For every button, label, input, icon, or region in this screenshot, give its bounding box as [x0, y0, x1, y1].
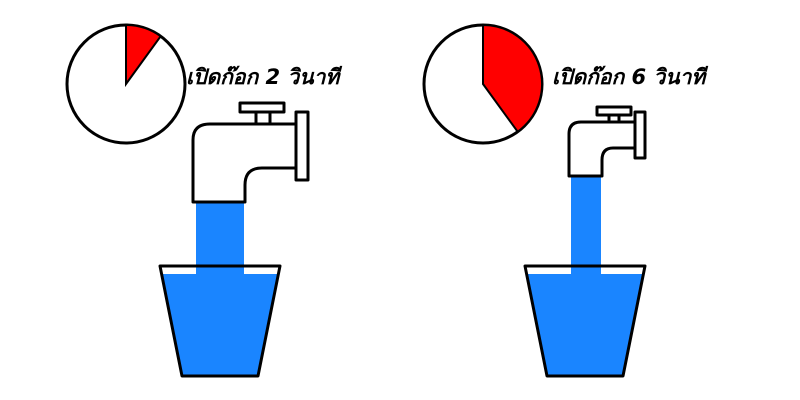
water-stream-right: [571, 175, 601, 274]
caption-right: เปิดก๊อก 6 วินาที: [552, 65, 709, 89]
faucet-flange-right: [633, 110, 647, 160]
faucet-body-right: [567, 120, 637, 178]
bucket-outline-right: [523, 264, 647, 378]
faucet-handle-bar-left: [238, 101, 286, 114]
faucet-flange-left: [294, 110, 310, 182]
dial-wedge-left: [125, 23, 163, 88]
clock-dial-icon: [422, 23, 544, 145]
bucket-icon: [523, 264, 647, 378]
bucket-water-right: [526, 274, 644, 376]
caption-left: เปิดก๊อก 2 วินาที: [186, 65, 343, 89]
clock-dial-icon: [65, 23, 187, 145]
faucet-body-left: [191, 122, 298, 204]
panel-left: เปิดก๊อก 2 วินาที: [65, 23, 343, 378]
faucet-handle-bar-right: [595, 105, 633, 117]
dial-wedge-right: [482, 23, 543, 134]
panel-right: เปิดก๊อก 6 วินาที: [422, 23, 709, 378]
water-stream-left: [196, 202, 244, 276]
bucket-water-left: [161, 274, 279, 376]
faucet-icon: [567, 105, 647, 178]
faucet-icon: [191, 101, 310, 204]
bucket-icon: [158, 264, 282, 378]
bucket-outline-left: [158, 264, 282, 378]
